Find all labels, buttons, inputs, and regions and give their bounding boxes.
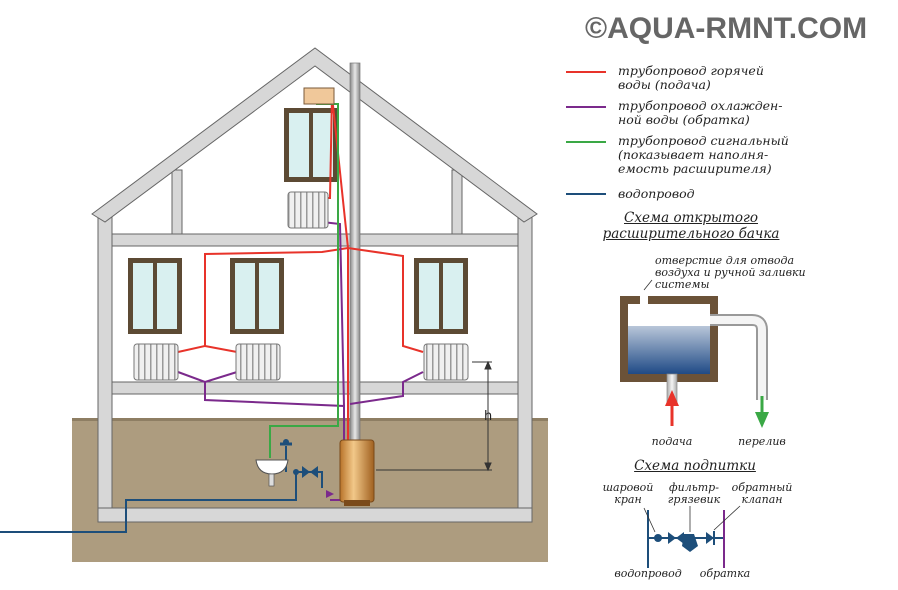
roof — [91, 47, 538, 223]
overflow-label: перелив — [738, 435, 786, 448]
window-attic — [284, 108, 338, 182]
radiators — [133, 191, 469, 381]
feed-valves — [293, 466, 334, 498]
feed-scheme-detail — [643, 505, 741, 568]
ball-valve-label: шаровой кран — [602, 481, 654, 506]
feed-scheme-title: Схема подпитки — [634, 458, 756, 474]
legend-lines — [566, 71, 606, 195]
return-label: обратка — [699, 567, 751, 580]
open-tank-detail — [620, 279, 769, 428]
house-walls — [97, 169, 533, 523]
filter-label: фильтр- грязевик — [667, 481, 721, 506]
legend-item-signal: трубопровод сигнальный (показывает напол… — [618, 133, 789, 176]
attic-expansion-tank — [303, 87, 335, 105]
water-main-label: водопровод — [614, 567, 682, 580]
legend-item-return: трубопровод охлажден- ной воды (обратка) — [618, 98, 783, 127]
height-label: h — [484, 409, 493, 424]
ground — [72, 418, 548, 562]
watermark: ©AQUA-RMNT.COM — [585, 12, 868, 45]
vent-hole-label: отверстие для отвода воздуха и ручной за… — [655, 254, 806, 291]
window-center — [230, 258, 284, 334]
check-valve-label: обратный клапан — [731, 481, 793, 506]
tank-scheme-title: Схема открытого расширительного бачка — [602, 210, 780, 242]
window-right — [414, 258, 468, 334]
inlet-label: подача — [651, 435, 693, 448]
legend-item-hot-supply: трубопровод горячей воды (подача) — [618, 63, 764, 92]
height-marker — [376, 360, 492, 472]
boiler — [339, 439, 375, 506]
sink — [255, 439, 292, 487]
legend-item-water-main: водопровод — [618, 186, 695, 201]
windows — [128, 108, 468, 334]
window-left — [128, 258, 182, 334]
chimney — [349, 62, 361, 444]
